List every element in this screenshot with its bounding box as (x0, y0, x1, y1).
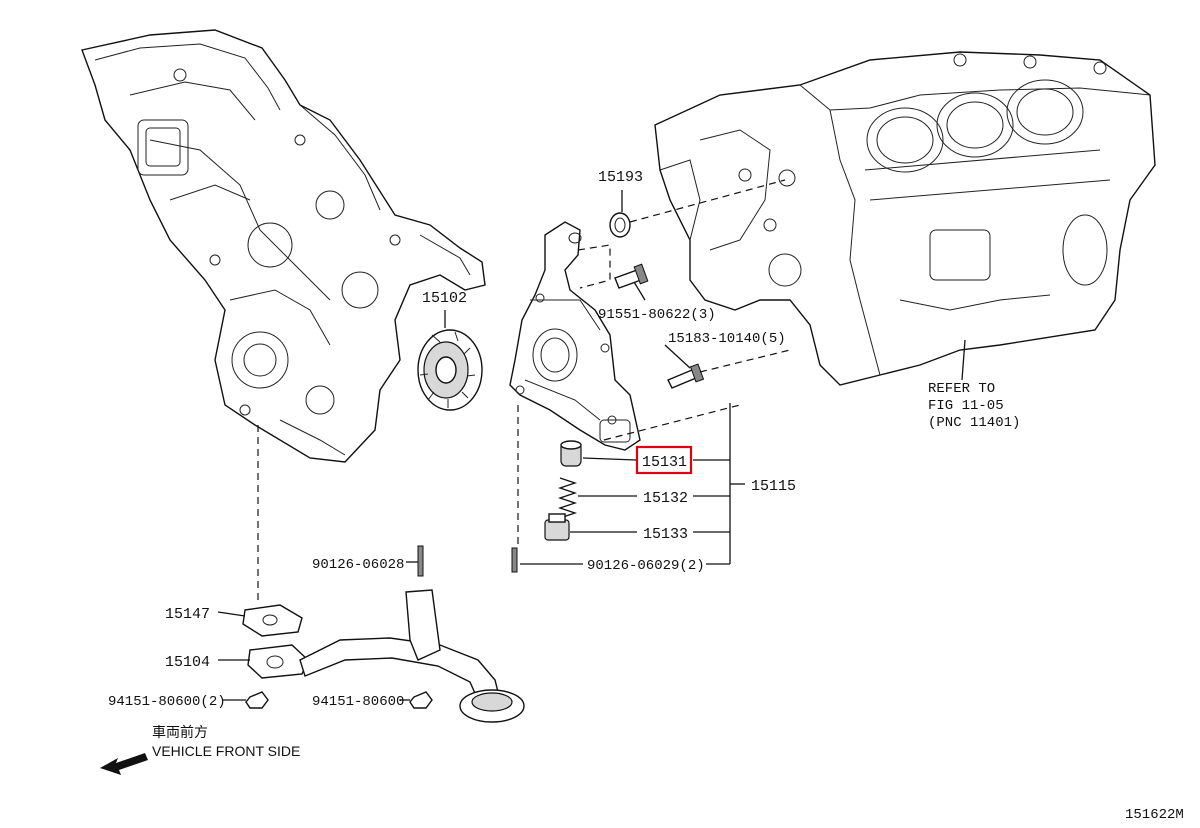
highlight-box-15131 (635, 445, 693, 475)
callout-15183: 15183-10140(5) (668, 331, 786, 347)
oil-pump-rotor-15102 (417, 329, 483, 411)
bolt-91551 (614, 263, 649, 289)
nut-94151-b (409, 691, 433, 709)
direction-japanese: 車両前方 (152, 724, 208, 740)
callout-90126-06029: 90126-06029(2) (587, 558, 705, 574)
callout-15104: 15104 (165, 654, 210, 671)
oil-strainer-15104 (247, 589, 525, 723)
callout-91551: 91551-80622(3) (598, 307, 716, 323)
nut-94151-a (245, 691, 269, 709)
refer-note-line2: FIG 11-05 (928, 398, 1004, 414)
direction-english: VEHICLE FRONT SIDE (152, 743, 300, 759)
callout-15193: 15193 (598, 169, 643, 186)
arrow-left-icon (100, 753, 148, 775)
relief-valve-15131 (560, 440, 582, 467)
refer-note-line1: REFER TO (928, 381, 995, 397)
o-ring-15193 (609, 212, 631, 238)
stud-90126-06029 (511, 547, 518, 573)
stud-90126-06028 (417, 545, 424, 577)
callout-94151-b: 94151-80600 (312, 694, 404, 710)
bolt-15183 (667, 363, 705, 389)
gasket-15147 (242, 604, 303, 637)
spring-15132 (557, 477, 578, 519)
refer-note-line3: (PNC 11401) (928, 415, 1020, 431)
oil-pump-body-illustration (509, 221, 641, 451)
callout-15115: 15115 (751, 478, 796, 495)
timing-cover-illustration (81, 29, 486, 463)
callout-15133: 15133 (643, 526, 688, 543)
callout-94151-a: 94151-80600(2) (108, 694, 226, 710)
plug-15133 (544, 513, 570, 541)
callout-90126-06028: 90126-06028 (312, 557, 404, 573)
callout-15131[interactable]: 15131 (642, 454, 687, 471)
figure-number: 151622M (1125, 807, 1184, 823)
cylinder-block-illustration (654, 51, 1156, 386)
callout-15132: 15132 (643, 490, 688, 507)
callout-15147: 15147 (165, 606, 210, 623)
callout-15102: 15102 (422, 290, 467, 307)
